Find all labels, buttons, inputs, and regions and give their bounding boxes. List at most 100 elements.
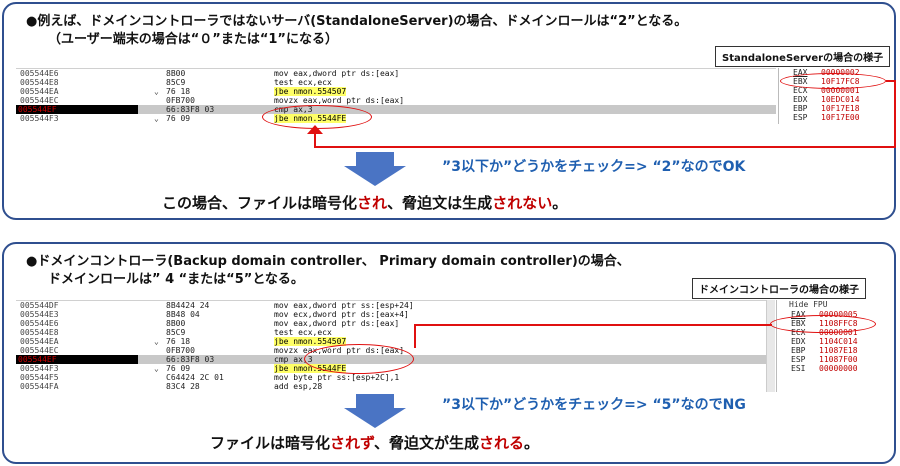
result-phrase: 、脅迫文は生成 [387,194,493,212]
connector-line [314,129,316,147]
jump-arrow-icon: ⌄ [154,87,159,96]
connector-line [886,80,896,82]
panel2-heading: ●ドメインコントローラ(Backup domain controller、 Pr… [26,254,630,269]
opcode-bytes: 66:83F8 03 [166,355,215,364]
register-name: EAX [791,310,806,319]
register-row[interactable]: ESI 00000000 [777,364,891,373]
result-text: ファイルは暗号化されず、脅迫文が生成される。 [210,432,539,453]
register-value: 00000000 [819,364,858,373]
disasm-row[interactable]: 005544E8 85C9 test ecx,ecx [16,78,776,87]
opcode-bytes: 76 09 [166,114,191,123]
opcode-bytes: 76 18 [166,87,191,96]
result-phrase: 、脅迫文が生成 [373,434,479,452]
check-note: ”3以下か”どうかをチェック=> “2”なのでOK [442,159,746,175]
register-value: 10EDC014 [821,95,860,104]
connector-line [894,80,896,148]
register-name: EDX [793,95,808,104]
connector-arrowhead-icon [307,125,323,134]
highlighted-phrase: されない [492,194,553,212]
opcode-bytes: 8B00 [166,319,186,328]
standalone-server-panel: ●例えば、ドメインコントローラではないサーバ(StandaloneServer)… [2,2,896,220]
connector-line [414,324,772,326]
disasm-row[interactable]: 005544E3 8B48 04 mov ecx,dword ptr ds:[eax… [16,310,766,319]
address: 005544EC [20,346,59,355]
address: 005544FA [20,382,59,391]
jump-arrow-icon: ⌄ [154,364,159,373]
instruction: cmp ax,3 [274,355,313,364]
instruction: test ecx,ecx [274,78,332,87]
opcode-bytes: 0FB700 [166,96,195,105]
register-value: 00000001 [821,86,860,95]
down-arrow-icon [344,394,406,428]
jump-arrow-icon: ⌄ [154,114,159,123]
panel1-heading: ●例えば、ドメインコントローラではないサーバ(StandaloneServer)… [26,14,688,29]
opcode-bytes: 85C9 [166,78,186,87]
address: 005544EC [20,96,59,105]
register-value: 10F17E00 [821,113,860,122]
register-value: 11087F00 [819,355,858,364]
connector-line [414,324,416,348]
panel1-subheading: （ユーザー端末の場合は“０”または“1”になる） [48,32,338,47]
panel2-subheading: ドメインロールは” 4 “または“5”となる。 [48,272,304,287]
result-phrase: この場合、ファイルは暗号化 [162,194,358,212]
highlighted-phrase: される [478,434,524,452]
address: 005544DF [20,301,59,310]
instruction: mov eax,dword ptr ds:[eax] [274,69,400,78]
jump-arrow-icon: ⌄ [154,337,159,346]
opcode-bytes: 76 09 [166,364,191,373]
register-name: ESP [793,113,808,122]
result-phrase: ファイルは暗号化 [210,434,331,452]
instruction: jbe nmon.5544FE [274,364,347,373]
result-text: この場合、ファイルは暗号化され、脅迫文は生成されない。 [162,192,567,213]
address: 005544E3 [20,310,59,319]
opcode-bytes: 85C9 [166,328,186,337]
instruction: movzx eax,word ptr ds:[eax] [274,96,405,105]
instruction: mov ecx,dword ptr ds:[eax+4] [274,310,409,319]
register-row[interactable]: ESP 11087F00 [777,355,891,364]
register-row[interactable]: EDX 10EDC014 [779,95,891,104]
register-value: 11087E18 [819,346,858,355]
opcode-bytes: C64424 2C 01 [166,373,224,382]
hide-fpu-button[interactable]: Hide FPU [789,300,828,309]
instruction: mov eax,dword ptr ss:[esp+24] [274,301,414,310]
opcode-bytes: 0FB700 [166,346,195,355]
scrollbar[interactable] [766,300,775,392]
check-note: ”3以下か”どうかをチェック=> “5”なのでNG [442,397,746,413]
highlighted-phrase: されず [330,434,374,452]
address: 005544EF [16,355,138,364]
eax-highlight-ellipse [780,73,886,89]
opcode-bytes: 76 18 [166,337,191,346]
panel2-caption: ドメインコントローラの場合の様子 [692,278,866,299]
instruction: mov eax,dword ptr ds:[eax] [274,319,400,328]
disasm-row[interactable]: 005544EC 0FB700 movzx eax,word ptr ds:[eax… [16,96,776,105]
domain-controller-panel: ●ドメインコントローラ(Backup domain controller、 Pr… [2,242,896,464]
register-name: ESI [791,364,806,373]
opcode-bytes: 8B48 04 [166,310,200,319]
register-name: EBP [793,104,808,113]
address: 005544E8 [20,78,59,87]
opcode-bytes: 83C4 28 [166,382,200,391]
register-row[interactable]: ESP 10F17E00 [779,113,891,122]
highlighted-phrase: され [357,194,388,212]
down-arrow-icon [344,152,406,186]
address: 005544EF [16,105,138,114]
register-name: ESP [791,355,806,364]
cmp-highlight-ellipse [304,344,414,374]
